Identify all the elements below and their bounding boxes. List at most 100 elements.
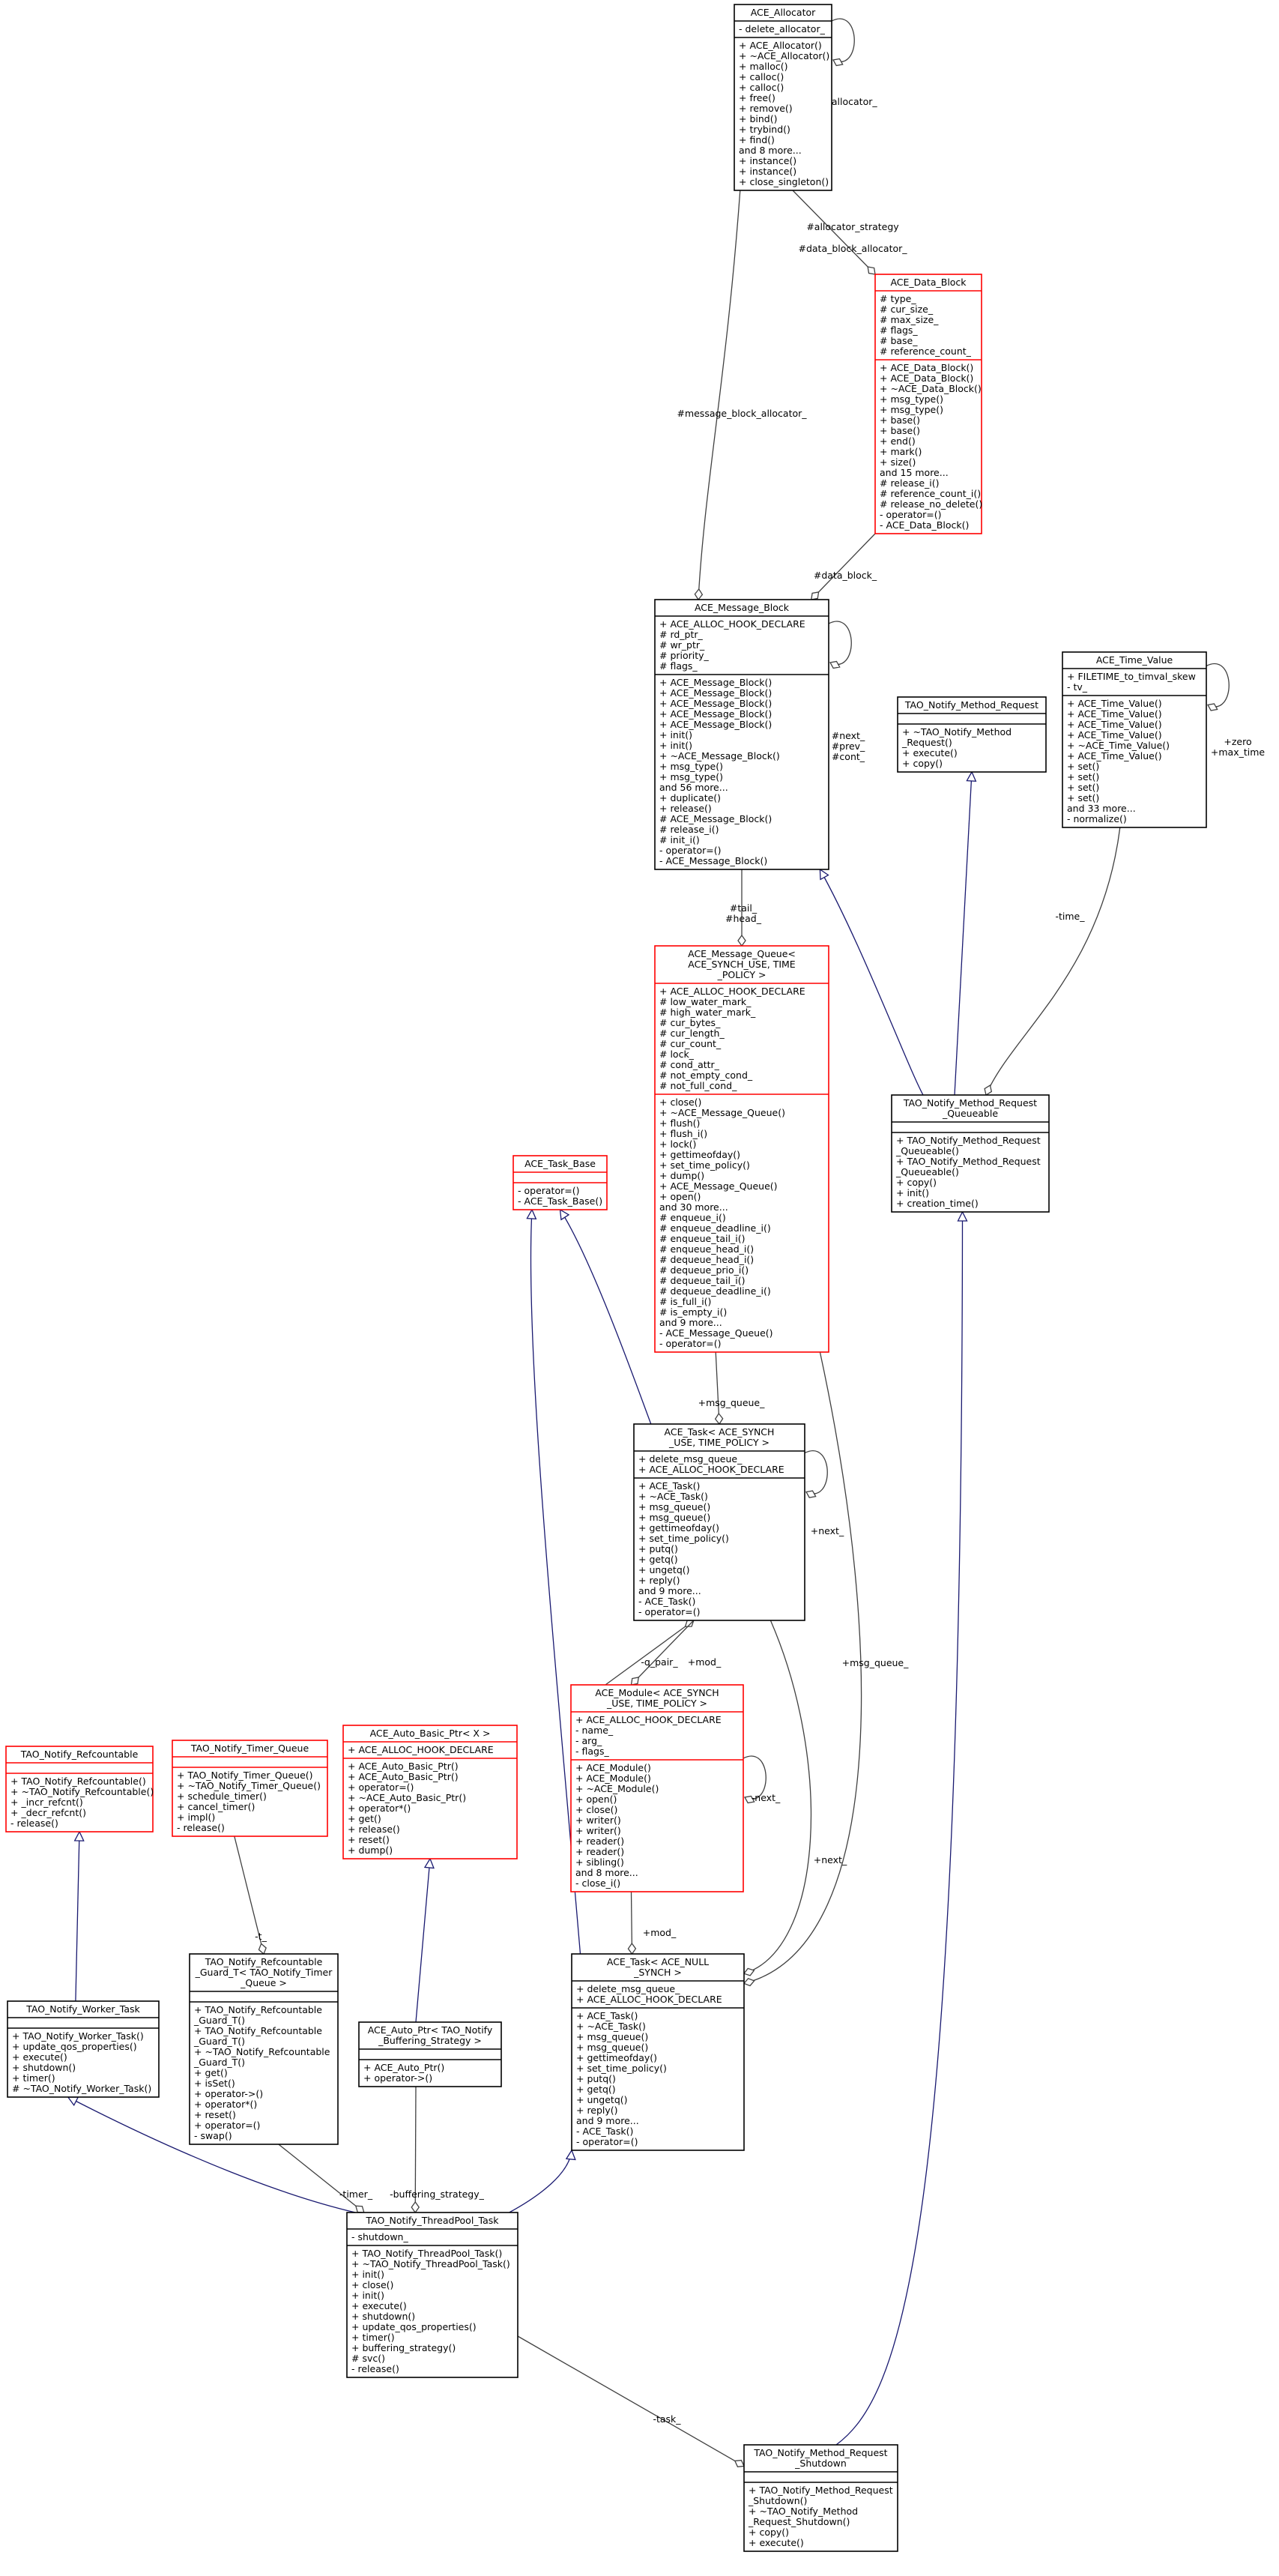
class-method: - ACE_Data_Block() [880,519,969,531]
class-method: # reference_count_i() [880,488,981,499]
class-shutdown[interactable]: TAO_Notify_Method_Request_Shutdown+ TAO_… [743,2444,898,2552]
class-attribute: # cond_attr_ [659,1059,720,1070]
edge-task-synch-inherits-base [560,1210,652,1425]
class-task-base[interactable]: ACE_Task_Base- operator=()- ACE_Task_Bas… [512,1155,608,1210]
class-method: + TAO_Notify_Refcountable [194,2004,322,2015]
class-attribute: - name_ [575,1725,614,1736]
class-auto-basic-ptr[interactable]: ACE_Auto_Basic_Ptr< X > + ACE_ALLOC_HOOK_… [342,1725,518,1859]
class-refcountable-guard[interactable]: TAO_Notify_Refcountable_Guard_T< TAO_Not… [189,1953,339,2145]
class-method: + ACE_Time_Value() [1067,729,1162,740]
class-method: # init_i() [659,834,700,845]
class-method: + mark() [880,446,922,457]
class-method: + release() [348,1824,400,1835]
class-method: + end() [880,435,916,447]
edge-label-tv-self: +max_time [1211,746,1266,758]
class-attribute: # flags_ [659,660,698,672]
class-method: + set() [1067,792,1099,803]
class-method: + base() [880,414,920,426]
class-worker-task[interactable]: TAO_Notify_Worker_Task+ TAO_Notify_Worke… [7,2000,160,2098]
edge-timer [278,2144,364,2212]
class-method: + open() [659,1191,701,1202]
class-method-request[interactable]: TAO_Notify_Method_Request+ ~TAO_Notify_M… [897,696,1047,773]
class-method: and 9 more... [659,1317,722,1328]
class-allocator[interactable]: ACE_Allocator- delete_allocator_+ ACE_Al… [734,4,832,191]
class-method: + timer() [12,2072,55,2084]
edge-msg-queue-synch [716,1351,719,1424]
class-method: + close() [351,2279,393,2290]
class-title: TAO_Notify_Refcountable [20,1749,139,1760]
class-method: + instance() [739,166,796,177]
class-threadpool-task[interactable]: TAO_Notify_ThreadPool_Task- shutdown_+ T… [346,2212,518,2378]
class-method: - ACE_Task() [576,2126,633,2137]
class-attribute: # base_ [880,335,918,346]
class-method: + release() [659,803,712,814]
class-title: TAO_Notify_Worker_Task [25,2003,140,2015]
class-method: + free() [739,92,775,103]
class-attribute: # cur_size_ [880,304,934,315]
class-box [633,1423,805,1621]
class-method: + copy() [749,2527,789,2538]
class-method: _Guard_T() [193,2036,245,2047]
class-layer: ACE_Allocator- delete_allocator_+ ACE_Al… [5,4,1207,2552]
class-method: # enqueue_i() [659,1212,726,1223]
class-task-synch[interactable]: ACE_Task< ACE_SYNCH_USE, TIME_POLICY >+ … [633,1423,805,1621]
class-data-block[interactable]: ACE_Data_Block# type_# cur_size_# max_si… [874,274,982,534]
class-method: + ACE_Task() [576,2010,638,2021]
class-method: - ACE_Message_Queue() [659,1327,773,1339]
class-attribute: + ACE_ALLOC_HOOK_DECLARE [348,1744,494,1755]
class-method: + calloc() [739,82,784,93]
class-method: + set() [1067,761,1099,772]
class-method: + close_singleton() [739,176,829,187]
class-method: + TAO_Notify_Method_Request [896,1156,1041,1167]
class-method: + TAO_Notify_Refcountable() [10,1776,146,1787]
class-attribute: # rd_ptr_ [659,629,704,640]
class-time-value[interactable]: ACE_Time_Value+ FILETIME_to_timval_skew-… [1062,651,1207,828]
class-method: - operator=() [659,1338,721,1349]
class-title: ACE_Auto_Basic_Ptr< X > [370,1728,491,1739]
class-refcountable[interactable]: TAO_Notify_Refcountable + TAO_Notify_Refc… [5,1746,154,1833]
class-box [874,274,982,534]
class-method: + dump() [659,1170,704,1181]
class-method: + shutdown() [351,2311,415,2322]
edge-label-mb-self: #prev_ [832,740,865,752]
class-method: + operator=() [194,2120,260,2131]
class-box [897,696,1047,773]
class-mrq[interactable]: TAO_Notify_Method_Request_Queueable+ TAO… [891,1094,1050,1213]
class-method: + TAO_Notify_Refcountable [194,2025,322,2036]
edge-label-data-block-allocator: #data_block_allocator_ [798,243,907,254]
class-method: - release() [351,2363,399,2374]
class-attribute: + FILETIME_to_timval_skew [1067,671,1196,682]
class-method: # is_empty_i() [659,1306,727,1318]
class-method: + update_qos_properties() [12,2041,137,2052]
class-module[interactable]: ACE_Module< ACE_SYNCH_USE, TIME_POLICY >… [570,1684,744,1892]
class-method: + msg_queue() [576,2031,648,2042]
class-method: + TAO_Notify_ThreadPool_Task() [351,2248,502,2259]
class-method: # ~TAO_Notify_Worker_Task() [12,2083,151,2094]
class-message-block[interactable]: ACE_Message_Block+ ACE_ALLOC_HOOK_DECLAR… [654,599,829,870]
class-method: + ~ACE_Data_Block() [880,383,982,394]
class-attribute: + ACE_ALLOC_HOOK_DECLARE [659,986,805,997]
class-method: + ~ACE_Auto_Basic_Ptr() [348,1792,466,1803]
class-task-null[interactable]: ACE_Task< ACE_NULL_SYNCH >+ delete_msg_q… [571,1953,745,2151]
class-attribute: # lock_ [659,1049,695,1060]
class-method: + impl() [177,1812,215,1823]
class-method: and 15 more... [880,467,949,478]
edge-allocator-self [831,18,855,61]
class-method: + ~ACE_Task() [638,1491,708,1502]
class-method: + execute() [902,747,958,758]
class-method: + buffering_strategy() [351,2342,456,2353]
class-title: _Queue > [240,1977,287,1988]
class-auto-ptr[interactable]: ACE_Auto_Ptr< TAO_Notify_Buffering_Strat… [358,2021,502,2087]
class-title: _USE, TIME_POLICY > [606,1698,707,1709]
class-method: + trybind() [739,124,790,135]
edge-label-q-pair: -q_pair_ [641,1656,678,1668]
class-method: + ACE_Allocator() [739,40,822,51]
class-timer-queue[interactable]: TAO_Notify_Timer_Queue+ TAO_Notify_Timer… [172,1740,328,1837]
class-method: + ~TAO_Notify_Method [749,2506,858,2517]
edge-label-mb-self: #cont_ [832,751,865,762]
class-message-queue[interactable]: ACE_Message_Queue<ACE_SYNCH_USE, TIME_PO… [654,945,829,1353]
class-method: + ACE_Message_Block() [659,687,772,699]
class-method: _Request_Shutdown() [748,2516,850,2527]
class-title: TAO_Notify_Timer_Queue [190,1743,309,1754]
class-method: + base() [880,425,920,436]
